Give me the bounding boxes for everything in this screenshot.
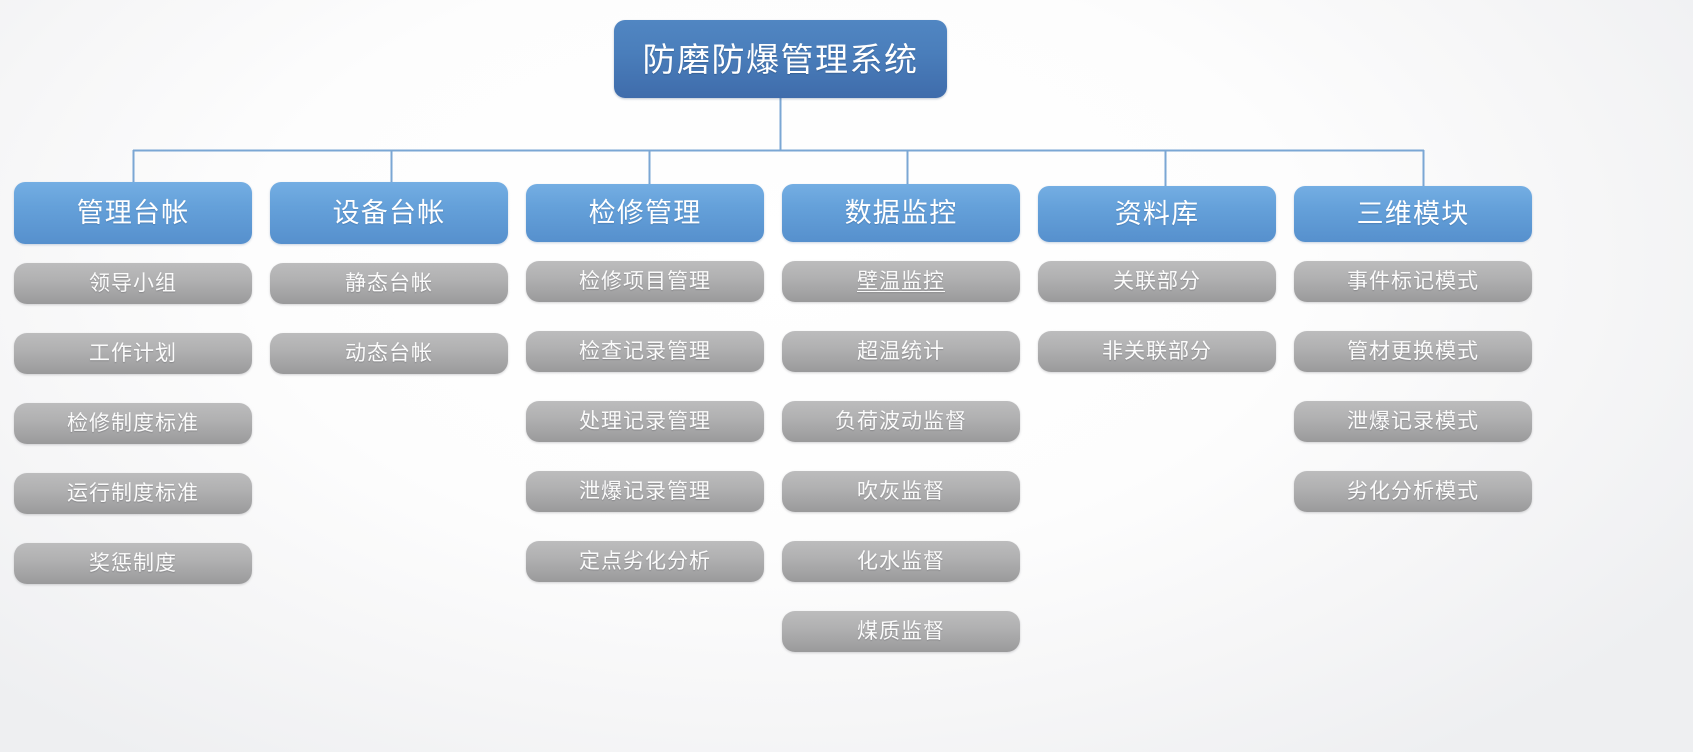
child-node-wall-temperature-monitoring[interactable]: 壁温监控 bbox=[782, 261, 1020, 302]
child-node-label: 吹灰监督 bbox=[857, 480, 945, 503]
child-node-label: 关联部分 bbox=[1113, 270, 1201, 293]
child-node-label: 非关联部分 bbox=[1102, 340, 1212, 363]
child-node-label: 泄爆记录管理 bbox=[579, 480, 711, 503]
child-node-coal-quality-supervision[interactable]: 煤质监督 bbox=[782, 611, 1020, 652]
child-list-document-library: 关联部分 非关联部分 bbox=[1038, 261, 1276, 372]
branch-node-label: 设备台帐 bbox=[332, 197, 446, 228]
child-node-inspection-record-management[interactable]: 检查记录管理 bbox=[526, 331, 764, 372]
child-node-event-marking-mode[interactable]: 事件标记模式 bbox=[1294, 261, 1532, 302]
branch-node-label: 资料库 bbox=[1114, 198, 1200, 229]
branch-node-label: 三维模块 bbox=[1356, 198, 1470, 229]
child-node-label: 管材更换模式 bbox=[1347, 340, 1479, 363]
child-node-label: 壁温监控 bbox=[857, 270, 945, 293]
branch-node-3d-module[interactable]: 三维模块 bbox=[1294, 186, 1532, 242]
child-node-maintenance-standards[interactable]: 检修制度标准 bbox=[14, 403, 252, 444]
branch-column-management-ledger: 管理台帐 领导小组 工作计划 检修制度标准 运行制度标准 奖惩制度 bbox=[14, 182, 252, 584]
child-node-label: 定点劣化分析 bbox=[579, 550, 711, 573]
child-list-management-ledger: 领导小组 工作计划 检修制度标准 运行制度标准 奖惩制度 bbox=[14, 263, 252, 584]
child-node-explosion-record-mode[interactable]: 泄爆记录模式 bbox=[1294, 401, 1532, 442]
branch-node-label: 检修管理 bbox=[588, 197, 702, 228]
root-node-management-system[interactable]: 防磨防爆管理系统 bbox=[614, 20, 947, 98]
child-node-static-ledger[interactable]: 静态台帐 bbox=[270, 263, 508, 304]
child-node-fixed-point-degradation-analysis[interactable]: 定点劣化分析 bbox=[526, 541, 764, 582]
child-node-reward-penalty-system[interactable]: 奖惩制度 bbox=[14, 543, 252, 584]
branch-columns: 管理台帐 领导小组 工作计划 检修制度标准 运行制度标准 奖惩制度 bbox=[14, 182, 1679, 652]
branch-node-equipment-ledger[interactable]: 设备台帐 bbox=[270, 182, 508, 244]
child-node-label: 处理记录管理 bbox=[579, 410, 711, 433]
child-node-label: 检修制度标准 bbox=[67, 412, 199, 435]
child-node-label: 运行制度标准 bbox=[67, 482, 199, 505]
child-node-label: 工作计划 bbox=[89, 342, 177, 365]
child-list-3d-module: 事件标记模式 管材更换模式 泄爆记录模式 劣化分析模式 bbox=[1294, 261, 1532, 512]
branch-node-maintenance-management[interactable]: 检修管理 bbox=[526, 184, 764, 242]
child-node-soot-blowing-supervision[interactable]: 吹灰监督 bbox=[782, 471, 1020, 512]
child-node-dynamic-ledger[interactable]: 动态台帐 bbox=[270, 333, 508, 374]
branch-node-label: 管理台帐 bbox=[76, 197, 190, 228]
child-node-degradation-analysis-mode[interactable]: 劣化分析模式 bbox=[1294, 471, 1532, 512]
branch-column-maintenance-management: 检修管理 检修项目管理 检查记录管理 处理记录管理 泄爆记录管理 定点劣化分析 bbox=[526, 182, 764, 582]
child-list-data-monitoring: 壁温监控 超温统计 负荷波动监督 吹灰监督 化水监督 煤质监督 bbox=[782, 261, 1020, 652]
child-node-label: 超温统计 bbox=[857, 340, 945, 363]
branch-node-data-monitoring[interactable]: 数据监控 bbox=[782, 184, 1020, 242]
child-node-related-section[interactable]: 关联部分 bbox=[1038, 261, 1276, 302]
child-node-load-fluctuation-supervision[interactable]: 负荷波动监督 bbox=[782, 401, 1020, 442]
child-node-label: 动态台帐 bbox=[345, 342, 433, 365]
branch-column-data-monitoring: 数据监控 壁温监控 超温统计 负荷波动监督 吹灰监督 化水监督 bbox=[782, 182, 1020, 652]
child-node-pipe-replacement-mode[interactable]: 管材更换模式 bbox=[1294, 331, 1532, 372]
child-node-label: 奖惩制度 bbox=[89, 552, 177, 575]
child-node-operation-standards[interactable]: 运行制度标准 bbox=[14, 473, 252, 514]
child-node-label: 泄爆记录模式 bbox=[1347, 410, 1479, 433]
child-node-label: 劣化分析模式 bbox=[1347, 480, 1479, 503]
child-node-leadership-group[interactable]: 领导小组 bbox=[14, 263, 252, 304]
child-node-label: 事件标记模式 bbox=[1347, 270, 1479, 293]
child-node-label: 领导小组 bbox=[89, 272, 177, 295]
root-node-label: 防磨防爆管理系统 bbox=[642, 40, 919, 78]
child-node-over-temperature-statistics[interactable]: 超温统计 bbox=[782, 331, 1020, 372]
child-node-label: 静态台帐 bbox=[345, 272, 433, 295]
branch-node-management-ledger[interactable]: 管理台帐 bbox=[14, 182, 252, 244]
child-node-work-plan[interactable]: 工作计划 bbox=[14, 333, 252, 374]
child-list-equipment-ledger: 静态台帐 动态台帐 bbox=[270, 263, 508, 374]
child-node-treatment-record-management[interactable]: 处理记录管理 bbox=[526, 401, 764, 442]
child-node-unrelated-section[interactable]: 非关联部分 bbox=[1038, 331, 1276, 372]
branch-column-3d-module: 三维模块 事件标记模式 管材更换模式 泄爆记录模式 劣化分析模式 bbox=[1294, 182, 1532, 512]
branch-node-document-library[interactable]: 资料库 bbox=[1038, 186, 1276, 242]
branch-node-label: 数据监控 bbox=[844, 197, 958, 228]
child-node-water-chemistry-supervision[interactable]: 化水监督 bbox=[782, 541, 1020, 582]
child-node-label: 煤质监督 bbox=[857, 620, 945, 643]
branch-column-equipment-ledger: 设备台帐 静态台帐 动态台帐 bbox=[270, 182, 508, 374]
child-node-maintenance-project-management[interactable]: 检修项目管理 bbox=[526, 261, 764, 302]
child-node-label: 检查记录管理 bbox=[579, 340, 711, 363]
child-node-label: 负荷波动监督 bbox=[835, 410, 967, 433]
child-list-maintenance-management: 检修项目管理 检查记录管理 处理记录管理 泄爆记录管理 定点劣化分析 bbox=[526, 261, 764, 582]
branch-column-document-library: 资料库 关联部分 非关联部分 bbox=[1038, 182, 1276, 372]
child-node-explosion-record-management[interactable]: 泄爆记录管理 bbox=[526, 471, 764, 512]
child-node-label: 化水监督 bbox=[857, 550, 945, 573]
child-node-label: 检修项目管理 bbox=[579, 270, 711, 293]
